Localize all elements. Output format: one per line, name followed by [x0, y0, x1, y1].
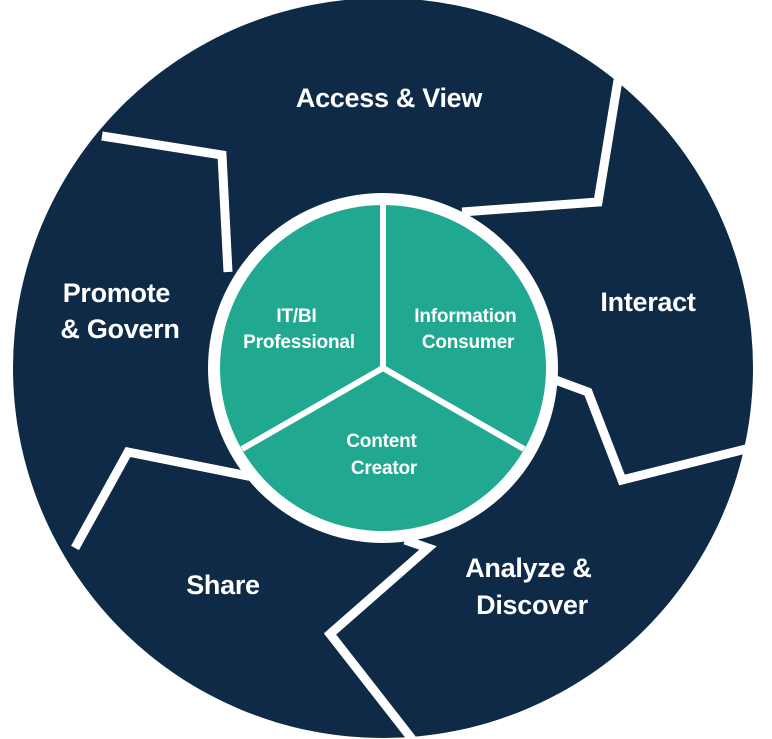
role-label-information-consumer: Information Consumer — [414, 306, 521, 353]
divider-right — [381, 365, 526, 452]
role-label-it-bi-professional: IT/BI Professional — [243, 306, 355, 353]
separator-promote-access — [101, 131, 233, 273]
divider-left — [240, 365, 385, 452]
stage-separators — [71, 79, 764, 739]
stage-label-analyze-discover: Analyze & Discover — [465, 553, 599, 620]
separator-access-interact — [461, 79, 623, 217]
role-label-content-creator: Content Creator — [346, 431, 421, 479]
inner-dividers — [240, 205, 526, 452]
separator-analyze-share — [323, 535, 437, 739]
separator-share-promote — [71, 446, 259, 551]
stage-label-promote-govern: Promote & Govern — [60, 278, 179, 344]
separator-interact-analyze — [548, 373, 764, 486]
stage-label-interact: Interact — [600, 287, 695, 317]
stage-label-share: Share — [186, 570, 260, 600]
stage-label-access-view: Access & View — [296, 83, 484, 113]
